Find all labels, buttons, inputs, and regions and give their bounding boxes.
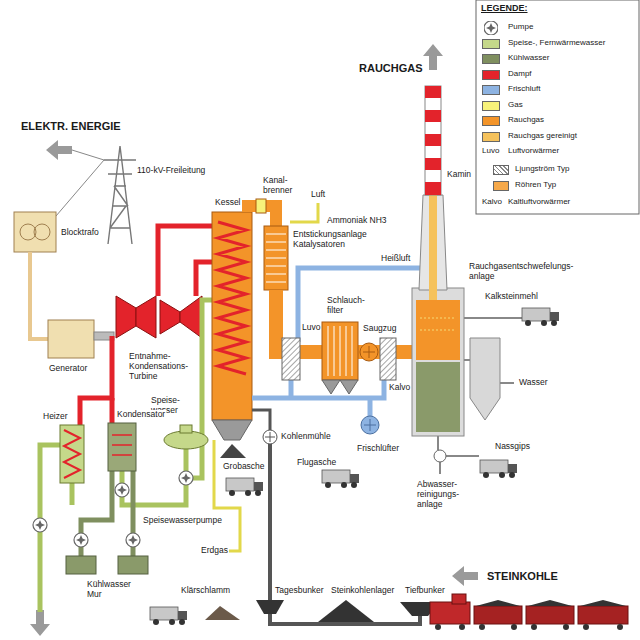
legend-text: Gas [507, 100, 524, 109]
legend-title: LEGENDE: [480, 3, 529, 13]
flow-title: STEINKOHLE [486, 570, 559, 583]
part-label: Rauchgasentschwefelungs- anlage [468, 262, 574, 282]
legend-swatch [482, 116, 500, 126]
part-label: Steinkohlenlager [330, 586, 395, 596]
flow-title: ELEKTR. ENERGIE [20, 120, 122, 133]
part-label: Heißluft [380, 254, 411, 264]
part-label: Kalksteinmehl [484, 292, 539, 302]
legend-text: Speise-, Fernwärmewasser [507, 38, 606, 47]
legend-abbrev: Luvo [481, 146, 500, 155]
part-label: Nassgips [494, 442, 531, 452]
legend-text: Ljungström Typ [514, 164, 571, 173]
legend-text: Kaltluftvorwärmer [507, 197, 571, 206]
part-label: Entnahme- Kondensations- Turbine [128, 352, 189, 381]
part-label: Kalvo [388, 383, 411, 393]
part-label: Ammoniak NH3 [326, 216, 388, 226]
part-label: Kohlenmühle [280, 432, 332, 442]
legend-swatch [482, 85, 500, 95]
legend-text: Luftvorwärmer [507, 146, 560, 155]
legend-text: Dampf [507, 69, 533, 78]
hatch-swatch [493, 165, 509, 175]
part-label: Kondensator [116, 410, 166, 420]
legend-text: Rauchgas [507, 115, 545, 124]
legend-text: Kühlwasser [507, 53, 550, 62]
legend-text: Rauchgas gereinigt [507, 131, 578, 140]
part-label: Saugzug [362, 324, 398, 334]
part-label: Frischlüfter [356, 444, 400, 454]
legend-swatch [482, 132, 500, 142]
legend-swatch [482, 70, 500, 80]
legend-swatch [493, 181, 509, 191]
part-label: Klärschlamm [180, 586, 231, 596]
legend-abbrev: Kalvo [481, 197, 503, 206]
part-label: Blocktrafo [60, 228, 100, 238]
legend-text: Pumpe [507, 22, 534, 31]
part-label: Flugasche [296, 458, 337, 468]
legend-swatch [482, 54, 500, 64]
part-label: Wasser [518, 378, 549, 388]
part-label: Tagesbunker [274, 586, 325, 596]
part-label: Kanal- brenner [262, 176, 293, 196]
part-label: 110-kV-Freileitung [136, 166, 206, 176]
part-label: Schlauch- filter [326, 296, 366, 316]
part-label: Abwasser- reinigungs- anlage [416, 480, 460, 509]
part-label: Kessel [214, 198, 242, 208]
flow-title: RAUCHGAS [358, 62, 424, 75]
part-label: Entstickungsanlage Katalysatoren [292, 230, 368, 250]
legend-swatch [482, 39, 500, 49]
part-label: Luft [310, 190, 326, 200]
part-label: Generator [48, 364, 88, 374]
legend-text: Frischluft [507, 84, 541, 93]
pump-icon [484, 21, 498, 35]
part-label: Speisewasserpumpe [142, 516, 223, 526]
part-label: Tiefbunker [404, 586, 446, 596]
legend-text: Röhren Typ [514, 180, 557, 189]
part-label: Heizer [42, 412, 69, 422]
legend-swatch [482, 101, 500, 111]
part-label: Erdgas [200, 546, 229, 556]
part-label: Luvo [301, 323, 321, 333]
pump-symbol [484, 21, 498, 35]
part-label: Kamin [446, 170, 472, 180]
part-label: Grobasche [222, 462, 266, 472]
part-label: Kühlwasser Mur [86, 580, 132, 600]
